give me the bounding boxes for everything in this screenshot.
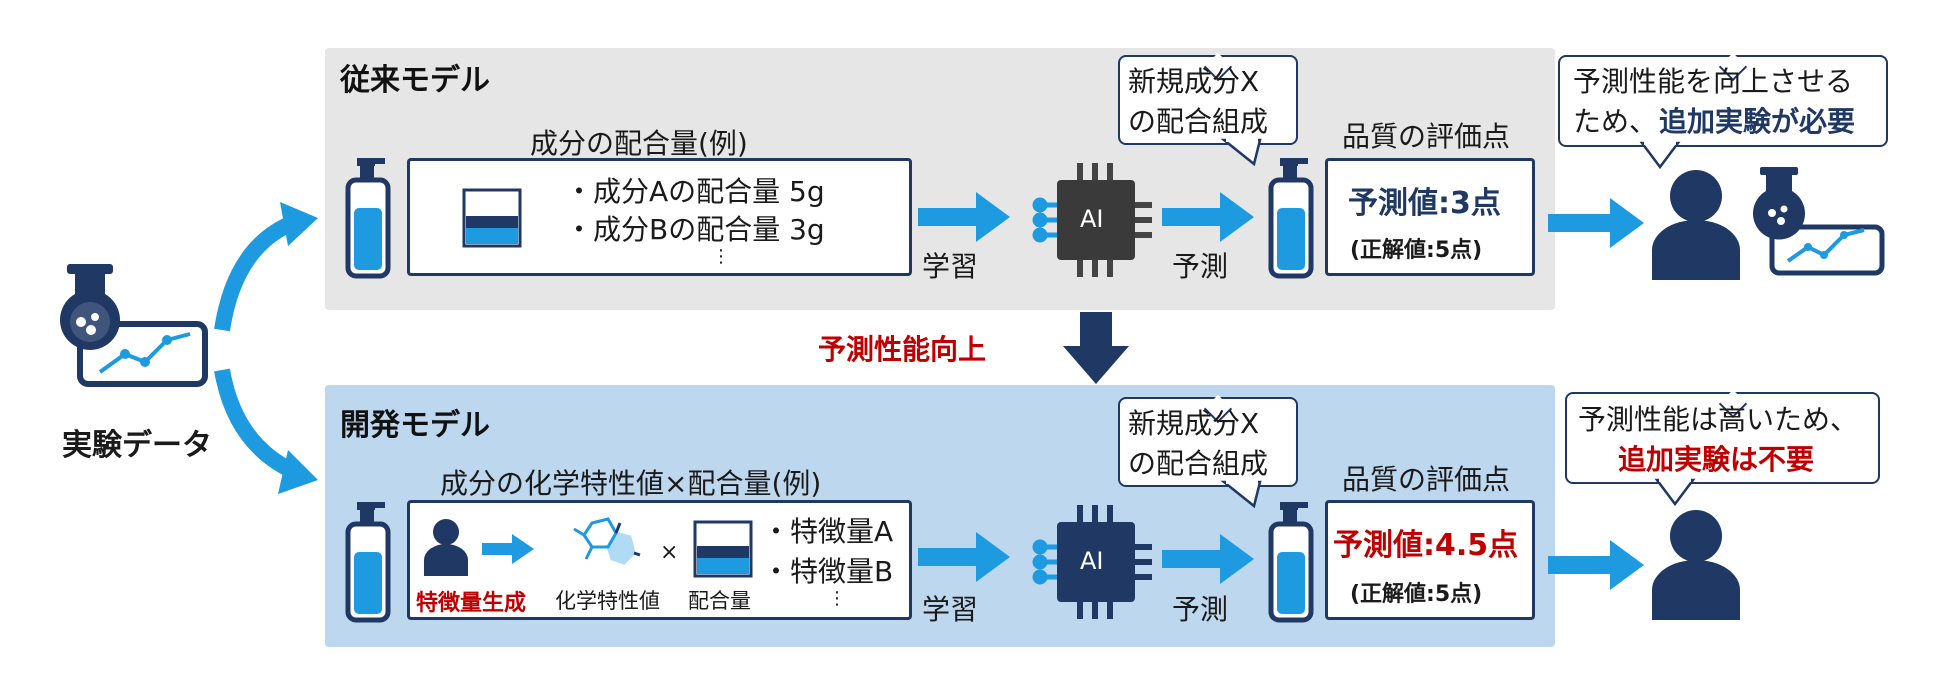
developed-composition-title: 成分の化学特性値×配合量(例) — [440, 467, 822, 500]
times-sign: × — [660, 540, 679, 565]
developed-item-a: ・特徴量A — [762, 515, 894, 548]
split-arrows — [214, 202, 318, 494]
conventional-learn-label: 学習 — [922, 250, 979, 283]
conventional-bubble-line-2: の配合組成 — [1128, 105, 1269, 138]
conventional-product-bottle-icon — [1268, 158, 1314, 279]
developed-more: ⋮ — [828, 588, 846, 609]
conventional-predict-arrow — [1162, 192, 1254, 242]
experiment-data-icon — [60, 264, 208, 387]
developed-predict-label: 予測 — [1172, 593, 1229, 626]
conventional-result-arrow — [1548, 198, 1644, 248]
developed-person-icon — [1652, 510, 1740, 620]
developed-predict-arrow — [1162, 534, 1254, 584]
conventional-person-icon — [1652, 170, 1740, 280]
conventional-predict-label: 予測 — [1172, 250, 1229, 283]
conventional-ai-chip-icon — [1032, 163, 1152, 277]
conventional-model-title: 従来モデル — [340, 63, 490, 98]
developed-new-component-bubble — [1118, 397, 1298, 487]
developed-composition-box — [407, 500, 912, 620]
conventional-bottle-icon — [345, 158, 391, 279]
developed-result-bubble — [1565, 392, 1880, 484]
molecule-icon — [573, 517, 641, 565]
conventional-item-b: ・成分Bの配合量 3g — [565, 213, 825, 246]
conventional-result-bubble — [1558, 55, 1888, 147]
conventional-correct-value: (正解値:5点) — [1350, 238, 1483, 263]
conventional-predicted-value: 予測値:3点 — [1348, 186, 1501, 221]
feature-person-icon — [424, 519, 468, 576]
conventional-learn-arrow — [918, 192, 1010, 242]
developed-bubble-line-2: の配合組成 — [1128, 447, 1269, 480]
developed-ai-label: AI — [1080, 547, 1104, 575]
developed-product-bottle-icon — [1268, 502, 1314, 623]
amount-label: 配合量 — [688, 589, 751, 613]
conventional-result-line-2a: ため、 — [1573, 105, 1658, 138]
developed-model-title: 開発モデル — [340, 408, 490, 443]
conventional-bubble-tail — [1220, 137, 1262, 167]
conventional-eval-box — [1325, 158, 1535, 276]
conventional-new-component-bubble: .b1::after{left:112px; bottom:-11px;} — [1118, 55, 1298, 145]
improve-down-arrow — [1063, 312, 1129, 384]
improve-label: 予測性能向上 — [818, 333, 987, 366]
conventional-result-line-2b: 追加実験が必要 — [1659, 105, 1856, 138]
developed-learn-label: 学習 — [922, 593, 979, 626]
feature-arrow — [482, 534, 534, 564]
conventional-experiment-icon — [1753, 167, 1885, 276]
developed-item-b: ・特徴量B — [762, 555, 894, 588]
conventional-bubble-line-1: 新規成分X — [1128, 65, 1260, 98]
developed-learn-arrow — [918, 532, 1010, 582]
developed-result-bubble-tail — [1654, 477, 1696, 507]
developed-bottle-icon — [345, 502, 391, 623]
conventional-result-line-1: 予測性能を向上させる — [1573, 65, 1854, 98]
conventional-result-bubble-tail — [1639, 140, 1681, 170]
conventional-item-a: ・成分Aの配合量 5g — [565, 175, 825, 208]
experiment-data-label: 実験データ — [62, 428, 212, 463]
developed-ai-chip-icon — [1032, 505, 1152, 619]
developed-result-line-1: 予測性能は高いため、 — [1578, 403, 1859, 436]
developed-eval-title: 品質の評価点 — [1342, 463, 1511, 496]
developed-bubble-line-1: 新規成分X — [1128, 407, 1260, 440]
developed-correct-value: (正解値:5点) — [1350, 582, 1483, 607]
chem-value-label: 化学特性値 — [555, 589, 660, 613]
conventional-ai-label: AI — [1080, 205, 1104, 233]
developed-bubble-tail — [1220, 479, 1262, 509]
developed-beaker-icon — [693, 520, 753, 578]
conventional-composition-title: 成分の配合量(例) — [530, 127, 748, 160]
developed-result-line-2: 追加実験は不要 — [1618, 443, 1815, 476]
beaker-icon — [462, 188, 522, 248]
conventional-eval-title: 品質の評価点 — [1342, 120, 1511, 153]
developed-predicted-value: 予測値:4.5点 — [1333, 528, 1519, 563]
conventional-more: ⋮ — [712, 246, 730, 267]
developed-result-arrow — [1548, 540, 1644, 590]
feature-generation-label: 特徴量生成 — [416, 591, 527, 616]
developed-eval-box — [1325, 500, 1535, 620]
